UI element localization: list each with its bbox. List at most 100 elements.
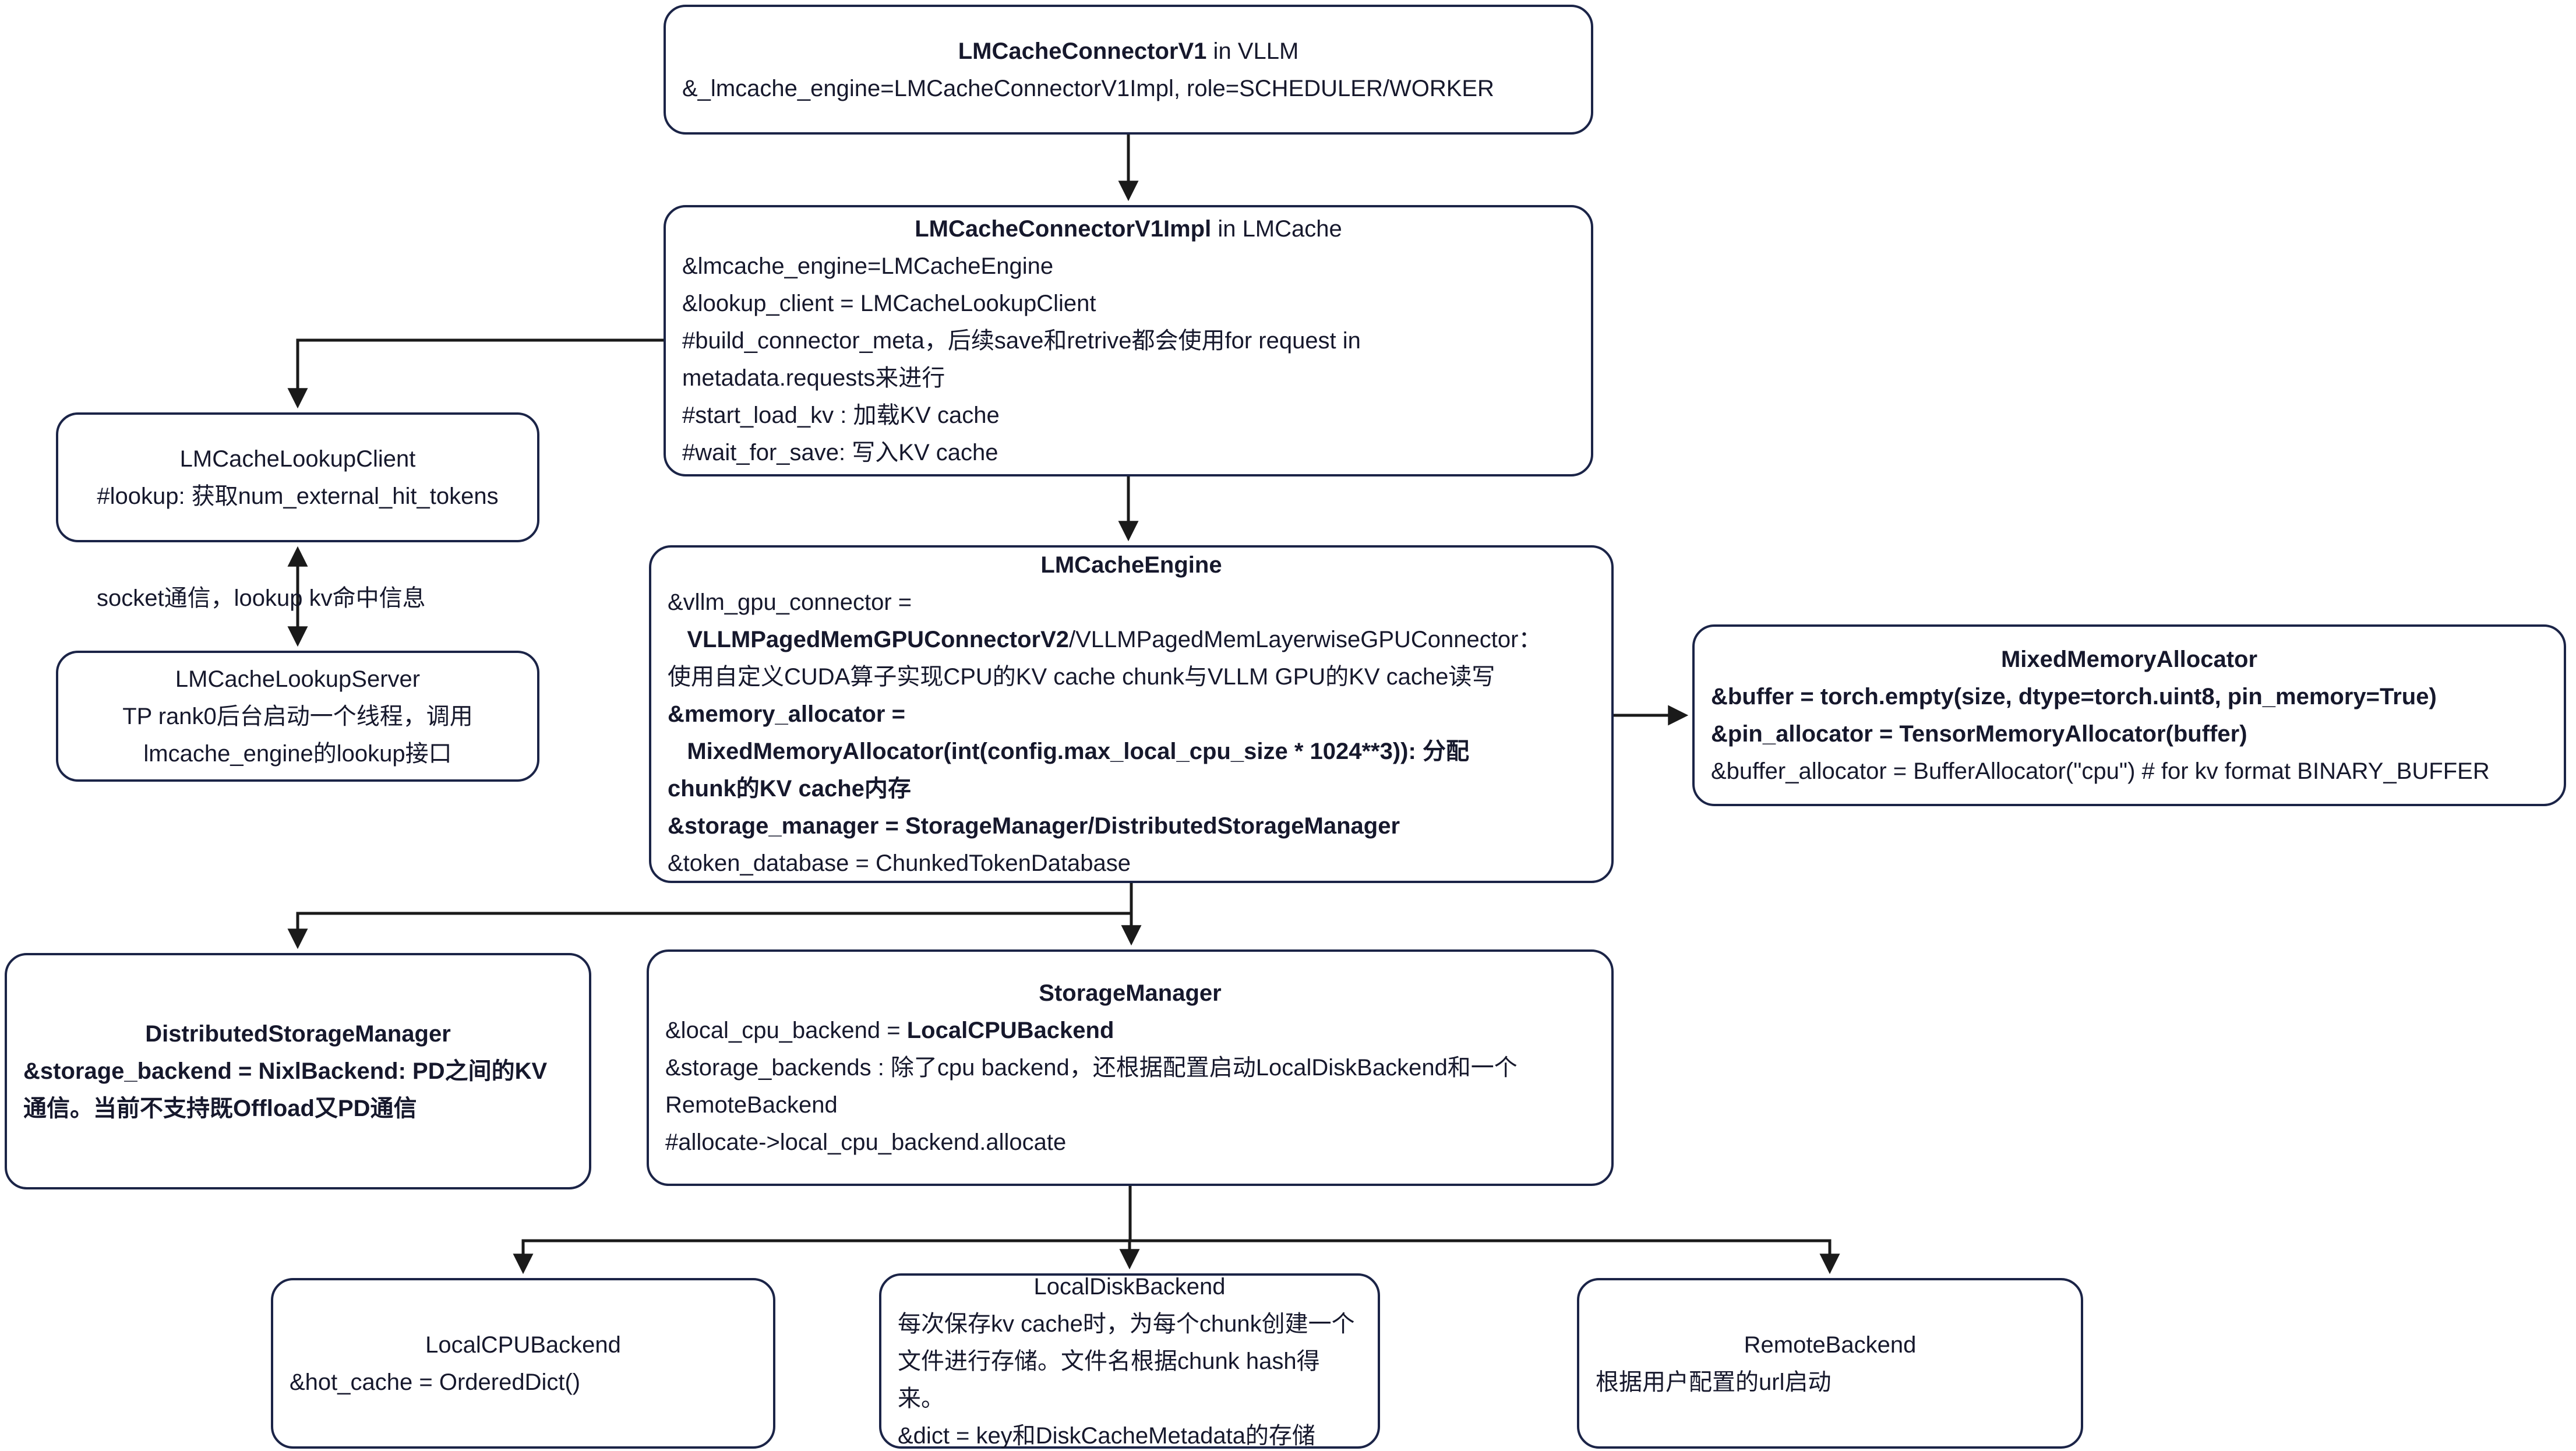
text-line: #wait_for_save: 写入KV cache (682, 434, 1575, 471)
text-segment: &lmcache_engine=LMCacheEngine (682, 253, 1054, 279)
text-segment: &_lmcache_engine=LMCacheConnectorV1Impl,… (682, 75, 1494, 101)
box-title: LMCacheLookupClient (75, 440, 521, 478)
text-segment: StorageManager (1039, 980, 1222, 1006)
text-segment: LMCacheLookupServer (175, 666, 421, 692)
text-line: 使用自定义CUDA算子实现CPU的KV cache chunk与VLLM GPU… (668, 658, 1595, 696)
text-segment: VLLMPagedMemGPUConnectorV2 (687, 627, 1069, 652)
text-segment: LMCacheConnectorV1Impl (915, 216, 1212, 242)
box-title: LocalDiskBackend (898, 1268, 1361, 1305)
text-segment: &hot_cache = OrderedDict() (290, 1369, 581, 1395)
text-segment: &memory_allocator = (668, 701, 905, 727)
text-line: 根据用户配置的url启动 (1596, 1364, 2065, 1401)
text-segment: MixedMemoryAllocator(int(config.max_loca… (668, 739, 1469, 764)
text-line: VLLMPagedMemGPUConnectorV2/VLLMPagedMemL… (668, 621, 1595, 658)
text-line: #build_connector_meta，后续save和retrive都会使用… (682, 322, 1575, 359)
text-segment: LMCacheEngine (1040, 552, 1222, 578)
box-remote-backend: RemoteBackend 根据用户配置的url启动 (1577, 1278, 2083, 1449)
box-body: &local_cpu_backend = LocalCPUBackend&sto… (665, 1012, 1595, 1161)
text-segment: 通信。当前不支持既Offload又PD通信 (23, 1096, 417, 1121)
box-body: &buffer = torch.empty(size, dtype=torch.… (1711, 678, 2547, 790)
text-line: 每次保存kv cache时，为每个chunk创建一个 (898, 1305, 1361, 1343)
text-line: &dict = key和DiskCacheMetadata的存储 (898, 1417, 1361, 1451)
text-line: &buffer = torch.empty(size, dtype=torch.… (1711, 678, 2547, 715)
box-body: &_lmcache_engine=LMCacheConnectorV1Impl,… (682, 70, 1575, 107)
text-segment: 每次保存kv cache时，为每个chunk创建一个 (898, 1311, 1355, 1337)
box-local-cpu-backend: LocalCPUBackend &hot_cache = OrderedDict… (271, 1278, 775, 1449)
text-segment: TP rank0后台启动一个线程，调用 (122, 703, 473, 729)
arrow-storage-to-remote (523, 1239, 1840, 1275)
box-title: MixedMemoryAllocator (1711, 641, 2547, 678)
text-line: 文件进行存储。文件名根据chunk hash得来。 (898, 1343, 1361, 1417)
box-distributed-storage-manager: DistributedStorageManager &storage_backe… (5, 953, 591, 1189)
text-line: &storage_manager = StorageManager/Distri… (668, 807, 1595, 845)
text-line: &local_cpu_backend = LocalCPUBackend (665, 1012, 1595, 1049)
box-storage-manager: StorageManager &local_cpu_backend = Loca… (647, 949, 1614, 1186)
box-title: RemoteBackend (1596, 1326, 2065, 1364)
text-segment: LocalDiskBackend (1033, 1273, 1226, 1300)
box-body: 每次保存kv cache时，为每个chunk创建一个文件进行存储。文件名根据ch… (898, 1305, 1361, 1451)
text-segment: chunk的KV cache内存 (668, 776, 911, 802)
text-line: MixedMemoryAllocator(int(config.max_loca… (668, 733, 1595, 770)
text-segment: #build_connector_meta，后续save和retrive都会使用… (682, 328, 1361, 354)
box-body: 根据用户配置的url启动 (1596, 1364, 2065, 1401)
text-segment: &buffer_allocator = BufferAllocator("cpu… (1711, 758, 2490, 784)
box-mixed-memory-allocator: MixedMemoryAllocator &buffer = torch.emp… (1692, 624, 2566, 806)
text-segment: #lookup: 获取num_external_hit_tokens (97, 483, 499, 509)
text-segment: DistributedStorageManager (145, 1021, 451, 1047)
text-line: metadata.requests来进行 (682, 359, 1575, 397)
text-segment: &dict = key和DiskCacheMetadata的存储 (898, 1422, 1315, 1449)
text-segment: 使用自定义CUDA算子实现CPU的KV cache chunk与VLLM GPU… (668, 664, 1495, 690)
text-segment: &pin_allocator = TensorMemoryAllocator(b… (1711, 721, 2247, 747)
box-title: LocalCPUBackend (290, 1326, 757, 1364)
text-line: &pin_allocator = TensorMemoryAllocator(b… (1711, 715, 2547, 753)
box-title: LMCacheEngine (668, 546, 1595, 584)
box-lmcache-lookup-client: LMCacheLookupClient #lookup: 获取num_exter… (56, 412, 539, 542)
text-segment: MixedMemoryAllocator (2000, 647, 2258, 672)
arrow-impl-to-lookup-client (287, 338, 664, 409)
text-segment: #start_load_kv : 加载KV cache (682, 403, 1000, 428)
text-segment: LocalCPUBackend (425, 1332, 621, 1358)
text-segment: #allocate->local_cpu_backend.allocate (665, 1129, 1067, 1155)
text-line: &vllm_gpu_connector = (668, 584, 1595, 621)
box-local-disk-backend: LocalDiskBackend 每次保存kv cache时，为每个chunk创… (879, 1273, 1380, 1449)
box-body: #lookup: 获取num_external_hit_tokens (75, 478, 521, 515)
text-line: &buffer_allocator = BufferAllocator("cpu… (1711, 753, 2547, 790)
text-segment (668, 627, 687, 652)
text-segment: LocalCPUBackend (906, 1018, 1114, 1043)
box-body: &vllm_gpu_connector = VLLMPagedMemGPUCon… (668, 584, 1595, 882)
text-line: #lookup: 获取num_external_hit_tokens (75, 478, 521, 515)
text-segment: in VLLM (1206, 38, 1299, 64)
box-lmcache-lookup-server: LMCacheLookupServer TP rank0后台启动一个线程，调用 l… (56, 651, 539, 782)
text-line: #allocate->local_cpu_backend.allocate (665, 1124, 1595, 1161)
text-segment: RemoteBackend (1744, 1332, 1917, 1358)
box-title: LMCacheConnectorV1Impl in LMCache (682, 210, 1575, 248)
text-segment: lmcache_engine的lookup接口 (143, 740, 452, 767)
box-title: LMCacheLookupServer (75, 661, 521, 698)
box-title: DistributedStorageManager (23, 1015, 573, 1053)
box-lmcache-connector-v1-impl: LMCacheConnectorV1Impl in LMCache &lmcac… (664, 205, 1593, 476)
text-segment: &lookup_client = LMCacheLookupClient (682, 291, 1096, 316)
text-line: RemoteBackend (665, 1086, 1595, 1124)
box-lmcache-engine: LMCacheEngine &vllm_gpu_connector = VLLM… (649, 545, 1614, 883)
text-segment: in LMCache (1211, 216, 1342, 242)
text-line: &storage_backend = NixlBackend: PD之间的KV (23, 1053, 573, 1090)
text-segment: metadata.requests来进行 (682, 365, 945, 391)
box-title: LMCacheConnectorV1 in VLLM (682, 33, 1575, 70)
text-segment: #wait_for_save: 写入KV cache (682, 440, 998, 465)
text-segment: &storage_backends : 除了cpu backend，还根据配置启… (665, 1055, 1518, 1081)
text-segment: LMCacheConnectorV1 (958, 38, 1207, 64)
text-line: &hot_cache = OrderedDict() (290, 1364, 757, 1401)
text-segment: &storage_manager = StorageManager/Distri… (668, 813, 1400, 839)
text-segment: /VLLMPagedMemLayerwiseGPUConnector： (1069, 627, 1542, 652)
text-segment: &storage_backend = NixlBackend: PD之间的KV (23, 1058, 548, 1084)
text-line: lmcache_engine的lookup接口 (75, 735, 521, 772)
arrow-engine-to-distributed-manager (287, 883, 1133, 949)
text-segment: &token_database = ChunkedTokenDatabase (668, 850, 1131, 876)
box-body: &storage_backend = NixlBackend: PD之间的KV 通… (23, 1053, 573, 1127)
text-line: &storage_backends : 除了cpu backend，还根据配置启… (665, 1049, 1595, 1086)
box-body: &lmcache_engine=LMCacheEngine&lookup_cli… (682, 248, 1575, 471)
text-line: &_lmcache_engine=LMCacheConnectorV1Impl,… (682, 70, 1575, 107)
text-segment: RemoteBackend (665, 1092, 838, 1118)
text-line: TP rank0后台启动一个线程，调用 (75, 698, 521, 735)
